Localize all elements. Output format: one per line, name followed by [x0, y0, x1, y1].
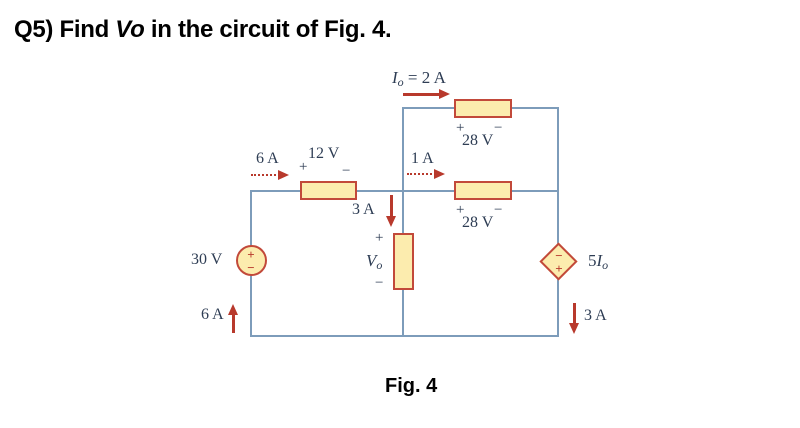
label-12v: 12 V	[308, 145, 340, 162]
sign-plus-vo: +	[375, 230, 384, 246]
3a-center-arrow-shaft	[390, 195, 393, 217]
1a-arrow-head	[434, 169, 445, 179]
sign-minus-12v: −	[342, 163, 351, 179]
label-3a-right: 3 A	[584, 307, 607, 324]
label-1a-branch: 1 A	[411, 150, 434, 167]
label-vo: Vo	[366, 251, 382, 273]
dependent-source-plus-sign: +	[555, 261, 563, 276]
1a-arrow-shaft	[407, 173, 436, 175]
6a-up-arrow-head	[228, 304, 238, 315]
6a-arrow-head	[278, 170, 289, 180]
title-text-2: in the circuit of Fig. 4.	[144, 16, 392, 43]
sign-minus-vo: −	[375, 275, 384, 291]
label-5io: 5Io	[588, 251, 608, 273]
resistor-mid-28v	[454, 181, 512, 200]
sign-minus-28v-mid: −	[494, 202, 503, 218]
voltage-source-30v	[236, 245, 267, 276]
label-vo-symbol: V	[366, 251, 377, 270]
label-28v-mid: 28 V	[462, 214, 494, 231]
title-vo-italic: Vo	[115, 16, 145, 43]
dependent-source-minus-sign: −	[555, 248, 563, 263]
io-arrow-shaft	[403, 93, 440, 96]
label-3a-center: 3 A	[352, 201, 375, 218]
label-io-subscript: o	[397, 75, 404, 89]
wire-center-vertical	[402, 107, 404, 337]
label-io-symbol: I	[392, 68, 398, 87]
wire-right-vertical	[557, 107, 559, 337]
label-vo-subscript: o	[376, 258, 383, 272]
label-28v-top: 28 V	[462, 132, 494, 149]
3a-right-arrow-head	[569, 323, 579, 334]
3a-center-arrow-head	[386, 216, 396, 227]
resistor-12v	[300, 181, 357, 200]
question-title: Q5) Find Vo in the circuit of Fig. 4.	[14, 16, 392, 44]
6a-arrow-shaft	[251, 174, 280, 176]
resistor-vo	[393, 233, 414, 290]
label-5io-coef: 5	[588, 251, 597, 270]
wire-middle	[250, 190, 559, 192]
sign-plus-28v-top: +	[456, 120, 465, 136]
label-io-eq: = 2 A	[403, 68, 446, 87]
figure-caption: Fig. 4	[385, 375, 438, 397]
3a-right-arrow-shaft	[573, 303, 576, 324]
source-30v-minus-sign: −	[247, 260, 255, 275]
resistor-top-28v	[454, 99, 512, 118]
label-5io-subscript: o	[602, 258, 609, 272]
wire-bottom	[250, 335, 559, 337]
source-30v-plus-sign: +	[247, 247, 255, 262]
label-5io-symbol: I	[596, 251, 603, 270]
sign-plus-12v: +	[299, 159, 308, 175]
6a-up-arrow-shaft	[232, 313, 235, 333]
label-io-2a: Io = 2 A	[392, 68, 446, 90]
label-6a-branch: 6 A	[256, 150, 279, 167]
label-6a-source: 6 A	[201, 306, 224, 323]
sign-minus-28v-top: −	[494, 120, 503, 136]
io-arrow-head	[439, 89, 450, 99]
title-text-1: Q5) Find	[14, 16, 116, 43]
label-30v: 30 V	[191, 251, 223, 268]
sign-plus-28v-mid: +	[456, 202, 465, 218]
